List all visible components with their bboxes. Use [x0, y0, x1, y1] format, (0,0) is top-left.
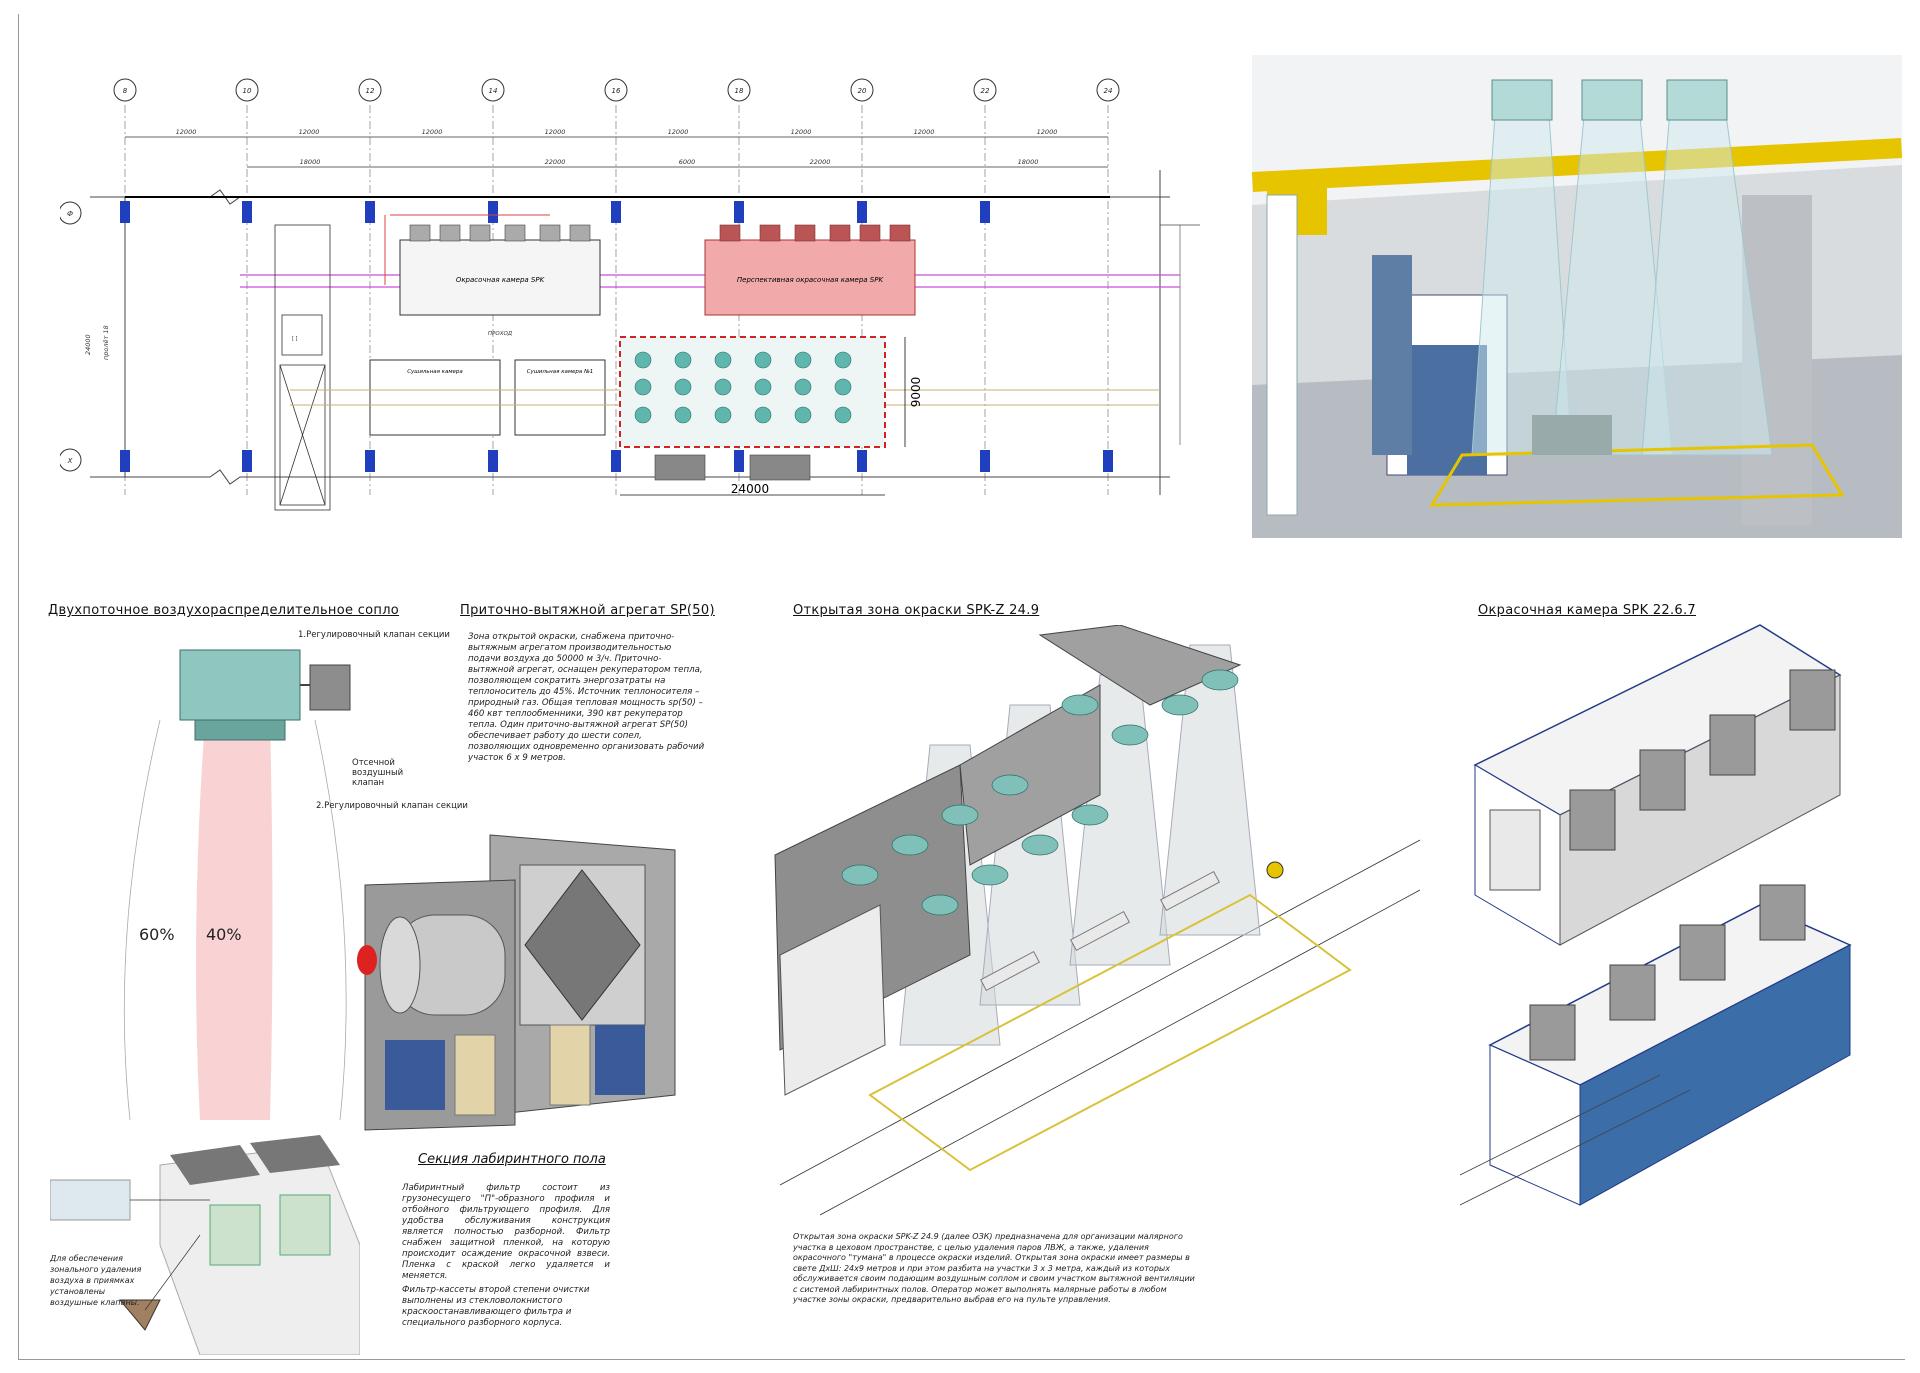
booth-1: Окрасочная камера SPK: [399, 224, 601, 316]
sheet-frame: [18, 14, 1905, 1360]
booth2-label: Перспективная окрасочная камера SPK: [737, 276, 885, 284]
booth-2: Перспективная окрасочная камера SPK: [704, 224, 916, 316]
floor-plan: 8 10 12 14 16 18 20 22 24 Ф Х 12000 1200…: [60, 78, 1200, 511]
tower-label: [ ]: [292, 336, 298, 342]
zone-dim-depth: 9000: [909, 377, 923, 408]
bay-dim: 12000: [668, 128, 689, 136]
pct-left: 60%: [139, 925, 175, 944]
bay-dim: 12000: [422, 128, 443, 136]
floor-text2: Фильтр-кассеты второй степени очистки вы…: [402, 1285, 590, 1328]
axis-label: 18: [735, 87, 744, 95]
wash-chamber: [514, 359, 606, 436]
span-dim: 22000: [545, 158, 566, 166]
bay-dim: 12000: [791, 128, 812, 136]
axis-label: 10: [243, 87, 252, 95]
bay-dim: 12000: [1037, 128, 1058, 136]
cutoff-label: Отсечной воздушный клапан: [352, 758, 404, 788]
row-label: Х: [67, 457, 73, 465]
nozzle-title: Двухпоточное воздухораспределительное со…: [48, 603, 400, 618]
axis-label: 12: [366, 87, 375, 95]
zone-dim-width: 24000: [731, 482, 769, 496]
zone-title: Открытая зона окраски SPK-Z 24.9: [793, 603, 1040, 618]
axis-label: 8: [123, 87, 128, 95]
bay-dim: 12000: [914, 128, 935, 136]
zone-text: Открытая зона окраски SPK-Z 24.9 (далее …: [793, 1232, 1195, 1304]
span-dim: 18000: [300, 158, 321, 166]
wash-label: Сушильная камера №1: [527, 369, 594, 375]
span-dim: 18000: [1018, 158, 1039, 166]
workshop-render: [1252, 55, 1902, 538]
axis-label: 14: [489, 87, 498, 95]
axis-label: 20: [858, 87, 867, 95]
span-dim: 6000: [679, 158, 696, 166]
axis-label: 22: [981, 87, 990, 95]
vertical-dim: пролёт 18: [102, 325, 110, 360]
bay-dim: 12000: [299, 128, 320, 136]
open-zone-render: [774, 625, 1421, 1216]
axis-label: 24: [1104, 87, 1113, 95]
ahu-title: Приточно-вытяжной агрегат SP(50): [460, 603, 715, 618]
floor-section-render: [50, 1135, 360, 1355]
vertical-dim: 24000: [84, 334, 92, 355]
booth-render: [1460, 624, 1852, 1206]
booth-title: Окрасочная камера SPK 22.6.7: [1478, 603, 1696, 618]
row-label: Ф: [67, 210, 73, 218]
floor-text1: Лабиринтный фильтр состоит из грузонесущ…: [402, 1183, 610, 1281]
open-zone-plan: [619, 336, 886, 481]
span-dim: 22000: [810, 158, 831, 166]
ahu-render: [357, 834, 676, 1131]
bay-dim: 12000: [176, 128, 197, 136]
floor-title: Секция лабиринтного пола: [418, 1152, 606, 1167]
nozzle-note: Для обеспечения зонального удаления возд…: [50, 1254, 142, 1307]
axis-label: 16: [612, 87, 621, 95]
dryer-label: Сушильная камера: [407, 369, 463, 375]
bay-dim: 12000: [545, 128, 566, 136]
pct-right: 40%: [206, 925, 242, 944]
ahu-text: Зона открытой окраски, снабжена приточно…: [468, 632, 705, 763]
valve1-label: 1.Регулировочный клапан секции: [298, 630, 450, 640]
nozzle-diagram: [123, 649, 351, 1120]
booth1-label: Окрасочная камера SPK: [456, 276, 546, 284]
valve2-label: 2.Регулировочный клапан секции: [316, 801, 468, 811]
passage-label: ПРОХОД: [488, 331, 513, 337]
dryer-chamber: [369, 359, 501, 436]
